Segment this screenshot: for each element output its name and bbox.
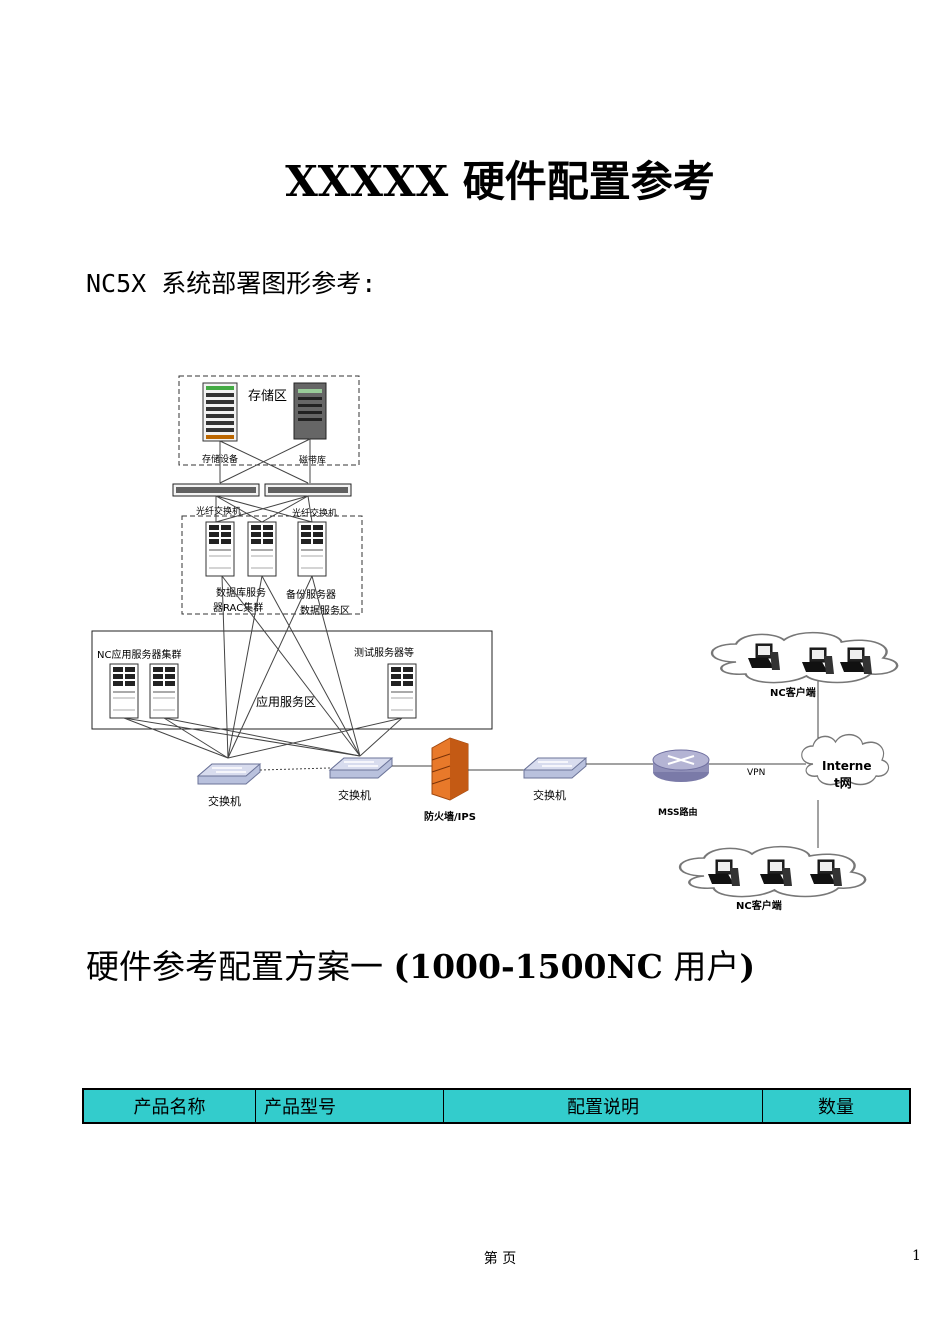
switch-1-icon bbox=[197, 763, 261, 785]
header-quantity: 数量 bbox=[762, 1088, 911, 1124]
document-title: XXXXX 硬件配置参考 bbox=[285, 157, 715, 206]
internet-label-1: Interne bbox=[822, 759, 871, 773]
section-heading: NC5X 系统部署图形参考: bbox=[86, 269, 377, 298]
nc-app-server-1-icon bbox=[109, 663, 139, 719]
nc-app-server-2-icon bbox=[149, 663, 179, 719]
footer-page-number: 1 bbox=[912, 1248, 921, 1264]
switch-1-label: 交换机 bbox=[208, 794, 241, 808]
scheme-heading-text-d: ) bbox=[739, 947, 756, 986]
storage-zone-box bbox=[178, 375, 360, 466]
db-server-label-1: 数据库服务 bbox=[216, 586, 266, 599]
firewall-icon bbox=[431, 737, 469, 801]
storage-device-icon bbox=[202, 382, 238, 442]
connection-lines bbox=[123, 575, 403, 759]
fiber-switch-2-icon bbox=[264, 483, 352, 497]
db-server-label-2: 器RAC集群 bbox=[213, 601, 263, 614]
internet-label-2: t网 bbox=[834, 776, 852, 790]
switch-3-label: 交换机 bbox=[533, 788, 566, 802]
scheme-heading-text-a: 硬件参考配置方案一 bbox=[86, 947, 394, 986]
test-server-icon bbox=[387, 663, 417, 719]
storage-zone-label: 存储区 bbox=[248, 389, 287, 404]
backup-server-label: 备份服务器 bbox=[286, 588, 336, 601]
nc-client-bottom-label: NC客户端 bbox=[736, 899, 782, 912]
db-server-1-icon bbox=[205, 521, 235, 577]
deployment-diagram: 存储区 存储设备 磁带库 光纤交换机 光纤交换机 数据库服务 器RAC集群 备份… bbox=[91, 375, 899, 912]
app-service-zone-label: 应用服务区 bbox=[256, 694, 316, 709]
hardware-spec-table: 产品名称 产品型号 配置说明 数量 bbox=[82, 1088, 911, 1124]
vpn-label: VPN bbox=[747, 768, 765, 778]
table-header-row: 产品名称 产品型号 配置说明 数量 bbox=[82, 1088, 911, 1124]
tape-library-label: 磁带库 bbox=[299, 454, 326, 466]
fiber-switch-1-label: 光纤交换机 bbox=[196, 505, 241, 517]
tape-library-icon bbox=[293, 382, 327, 440]
data-service-zone-label: 数据服务区 bbox=[300, 604, 350, 617]
router-label: MSS路由 bbox=[658, 806, 698, 818]
header-config-desc: 配置说明 bbox=[443, 1088, 763, 1124]
router-icon bbox=[652, 749, 710, 782]
switch-2-icon bbox=[329, 757, 393, 779]
switch-2-label: 交换机 bbox=[338, 788, 371, 802]
switch-3-icon bbox=[523, 757, 587, 779]
scheme-heading: 硬件参考配置方案一 (1000-1500NC 用户) bbox=[86, 940, 755, 988]
test-servers-label: 测试服务器等 bbox=[354, 646, 414, 659]
header-product-name: 产品名称 bbox=[82, 1088, 256, 1124]
header-product-model: 产品型号 bbox=[255, 1088, 444, 1124]
fiber-switch-2-label: 光纤交换机 bbox=[292, 507, 337, 519]
scheme-heading-text-c: 用户 bbox=[662, 947, 740, 986]
firewall-label: 防火墙/IPS bbox=[424, 810, 476, 823]
footer-page-label: 第 页 bbox=[483, 1251, 517, 1267]
db-server-2-icon bbox=[247, 521, 277, 577]
nc-client-top-label: NC客户端 bbox=[770, 686, 816, 699]
scheme-heading-text-b: (1000-1500NC bbox=[393, 947, 663, 986]
nc-app-cluster-label: NC应用服务器集群 bbox=[97, 648, 181, 661]
backup-server-icon bbox=[297, 521, 327, 577]
fiber-switch-1-icon bbox=[172, 483, 260, 497]
